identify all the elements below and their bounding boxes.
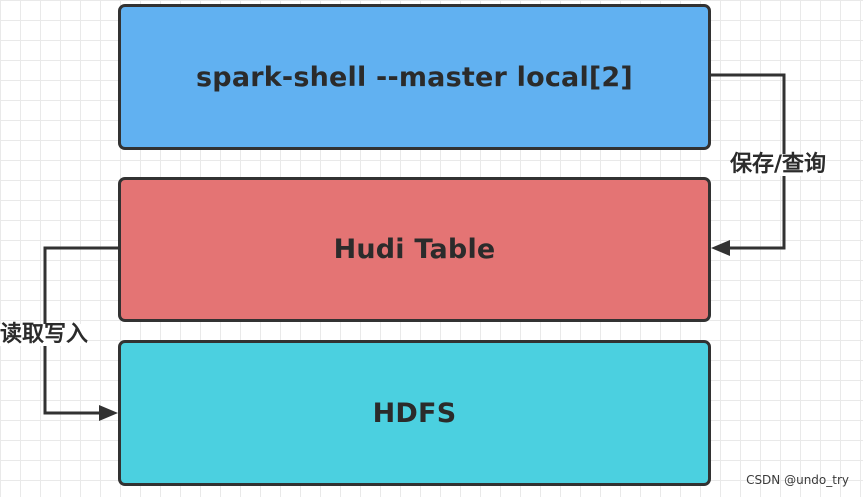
- edge-save-query-arrowhead: [711, 240, 730, 256]
- hudi-table-node-label: Hudi Table: [333, 234, 496, 265]
- watermark-text: CSDN @undo_try: [746, 473, 849, 487]
- spark-shell-node: spark-shell --master local[2]: [118, 4, 711, 150]
- hudi-table-node: Hudi Table: [118, 177, 711, 322]
- edge-save-query-label: 保存/查询: [730, 152, 827, 177]
- spark-shell-node-label: spark-shell --master local[2]: [196, 61, 633, 93]
- edge-read-write-arrowhead: [99, 405, 118, 421]
- edge-read-write-label: 读取写入: [0, 322, 89, 347]
- hdfs-node: HDFS: [118, 340, 711, 486]
- hdfs-node-label: HDFS: [372, 397, 457, 429]
